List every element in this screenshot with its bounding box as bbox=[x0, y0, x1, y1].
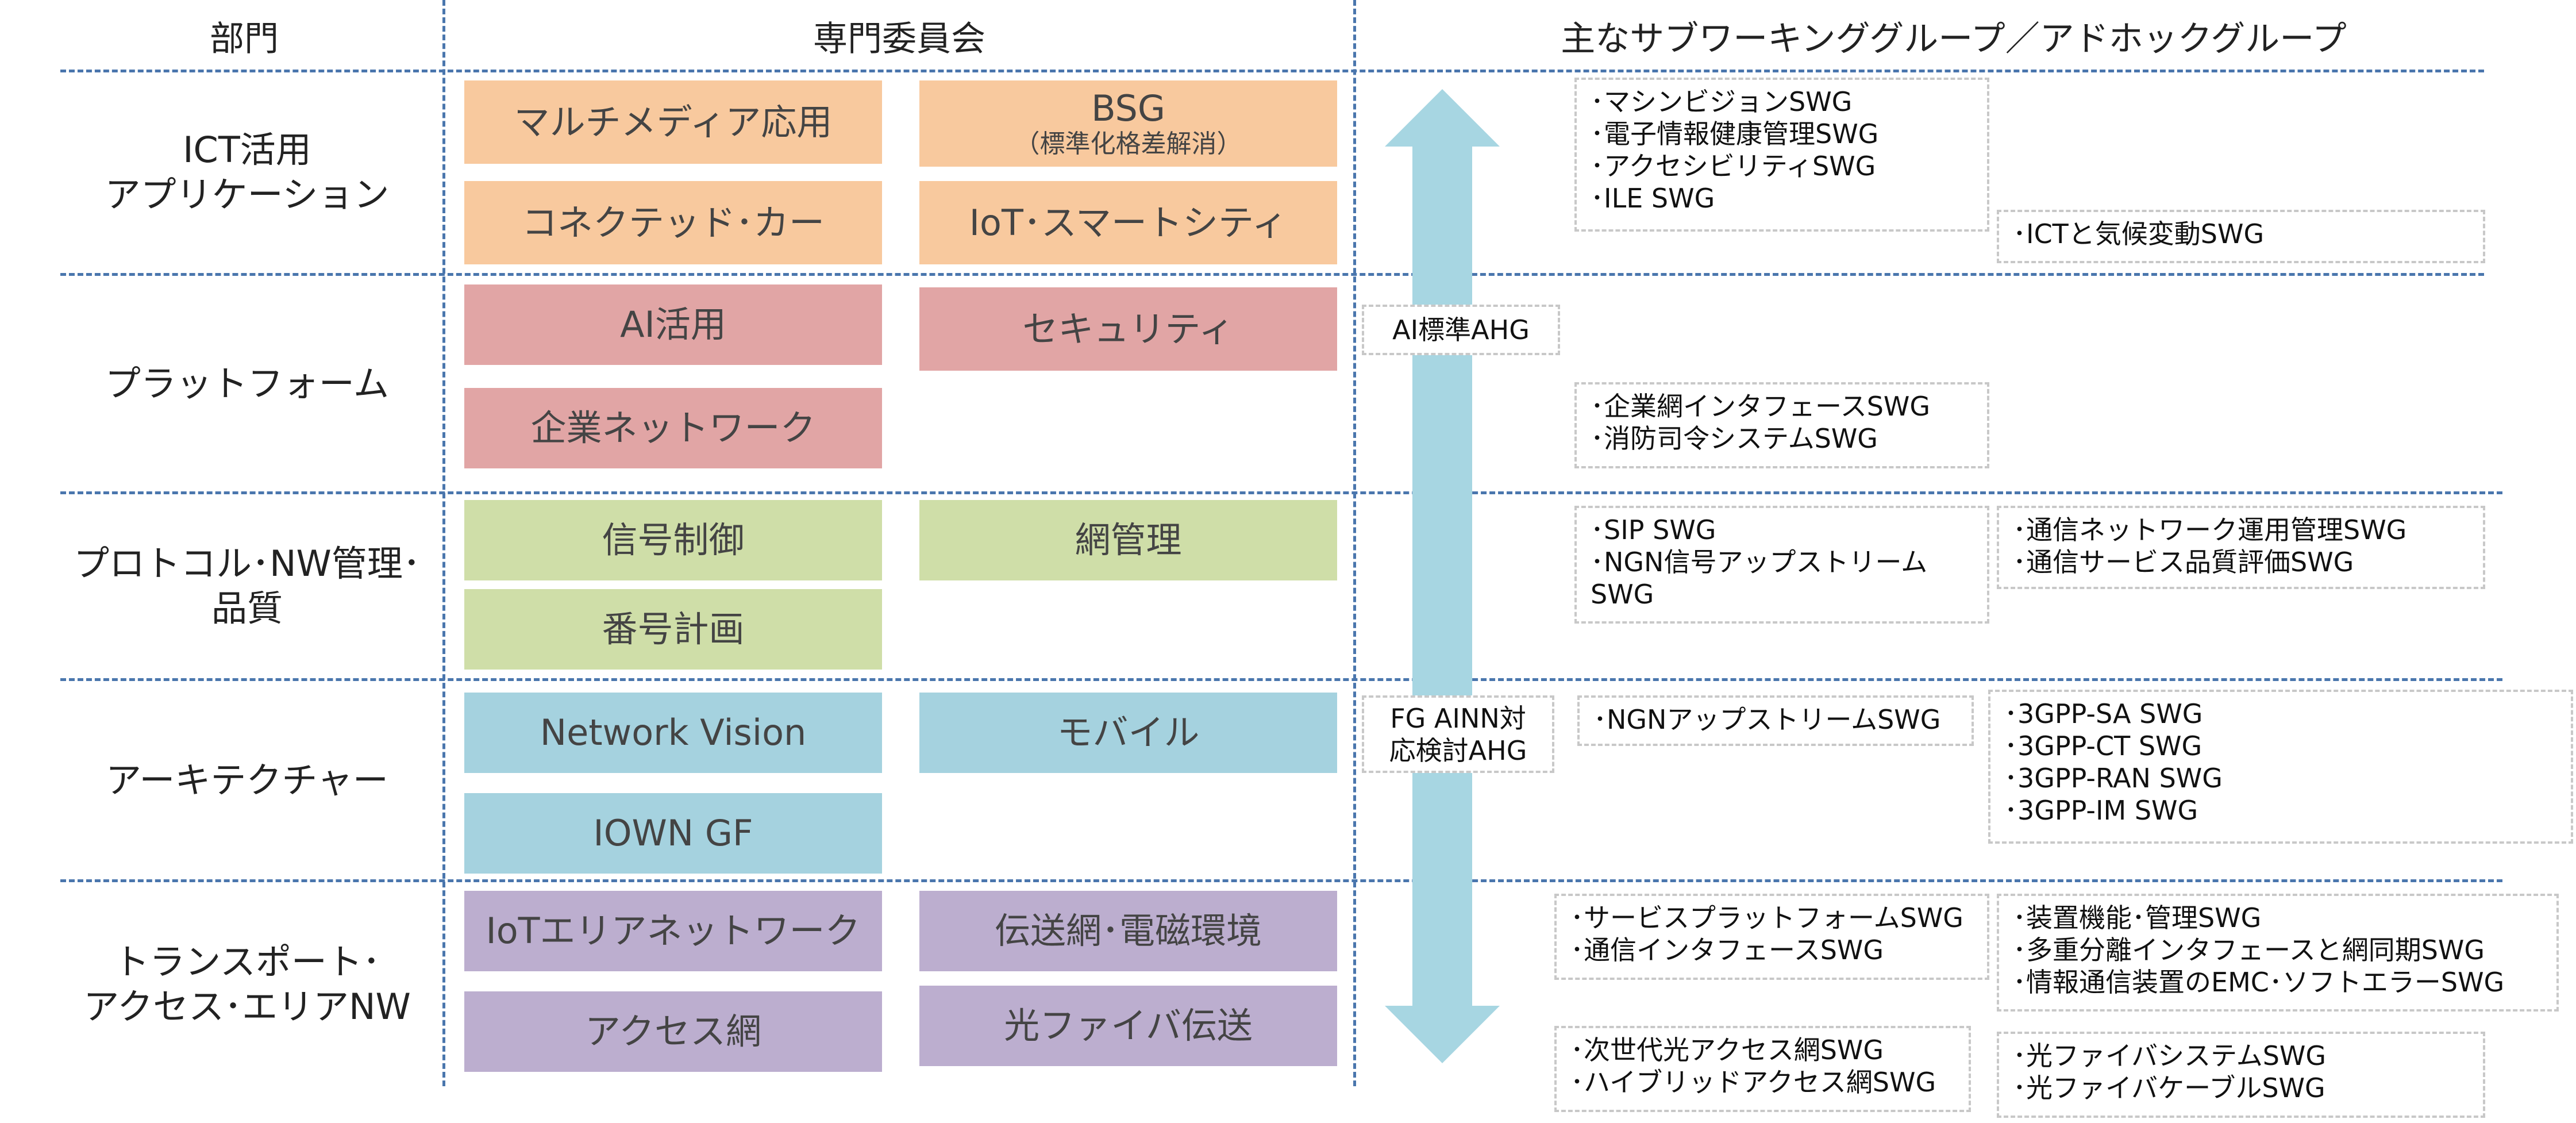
swg-item: ･光ファイバシステムSWG bbox=[2013, 1040, 2327, 1071]
swg-box-arch-b: ･3GPP-SA SWG ･3GPP-CT SWG ･3GPP-RAN SWG … bbox=[1988, 690, 2573, 844]
committee-numbering: 番号計画 bbox=[464, 589, 882, 670]
header-groups: 主なサブワーキンググループ／アドホックグループ bbox=[1561, 19, 2347, 59]
committee-numbering-label: 番号計画 bbox=[602, 608, 745, 650]
committee-bsg-label: BSG bbox=[1091, 87, 1165, 129]
swg-box-platform: ･企業網インタフェースSWG ･消防司令システムSWG bbox=[1574, 382, 1989, 468]
divider-row-3 bbox=[60, 678, 2502, 681]
committee-multimedia: マルチメディア応用 bbox=[464, 80, 882, 164]
committee-iown-gf-label: IOWN GF bbox=[593, 812, 753, 854]
committee-iown-gf: IOWN GF bbox=[464, 793, 882, 874]
divider-row-1 bbox=[60, 273, 2484, 276]
committee-iot-smart-city: IoT･スマートシティ bbox=[919, 181, 1337, 264]
committee-enterprise-network-label: 企業ネットワーク bbox=[530, 407, 816, 449]
committee-transmission-emc: 伝送網･電磁環境 bbox=[919, 891, 1337, 971]
swg-box-transport-d: ･光ファイバシステムSWG ･光ファイバケーブルSWG bbox=[1997, 1032, 2485, 1118]
swg-item: ･NGN信号アップストリーム SWG bbox=[1591, 547, 1928, 610]
committee-access-network: アクセス網 bbox=[464, 991, 882, 1072]
committee-optical-fiber: 光ファイバ伝送 bbox=[919, 986, 1337, 1066]
committee-connected-car-label: コネクテッド･カー bbox=[521, 201, 825, 244]
swg-item: ･アクセシビリティSWG bbox=[1591, 151, 1876, 182]
swg-item: ･ILE SWG bbox=[1591, 183, 1715, 214]
committee-network-management: 網管理 bbox=[919, 500, 1337, 580]
swg-box-transport-c: ･次世代光アクセス網SWG ･ハイブリッドアクセス網SWG bbox=[1554, 1026, 1971, 1112]
swg-item: ･SIP SWG bbox=[1591, 514, 1716, 545]
committee-mobile: モバイル bbox=[919, 693, 1337, 773]
committee-network-vision-label: Network Vision bbox=[540, 712, 807, 753]
swg-item: ･光ファイバケーブルSWG bbox=[2013, 1072, 2325, 1103]
swg-item: ･サービスプラットフォームSWG bbox=[1570, 902, 1963, 933]
committee-mobile-label: モバイル bbox=[1057, 712, 1200, 753]
divider-col-2 bbox=[1353, 0, 1356, 1086]
swg-item: ･多重分離インタフェースと網同期SWG bbox=[2013, 934, 2485, 966]
department-transport: トランスポート･ アクセス･エリアNW bbox=[83, 940, 411, 1028]
swg-item: ･装置機能･管理SWG bbox=[2013, 902, 2262, 933]
ahg-ai-standard: AI標準AHG bbox=[1362, 305, 1560, 355]
swg-item: ･NGNアップストリームSWG bbox=[1593, 704, 1941, 735]
swg-item: ･情報通信装置のEMC･ソフトエラーSWG bbox=[2013, 967, 2505, 998]
header-department: 部門 bbox=[210, 19, 279, 59]
divider-row-2 bbox=[60, 491, 2502, 494]
swg-item: ･電子情報健康管理SWG bbox=[1591, 118, 1879, 149]
swg-item: ･ハイブリッドアクセス網SWG bbox=[1570, 1067, 1936, 1098]
committee-security-label: セキュリティ bbox=[1022, 307, 1234, 350]
divider-col-1 bbox=[442, 0, 445, 1086]
committee-access-network-label: アクセス網 bbox=[585, 1010, 761, 1052]
swg-item: ･企業網インタフェースSWG bbox=[1591, 391, 1931, 422]
swg-item: ･3GPP-CT SWG bbox=[2004, 730, 2203, 762]
swg-box-ict-main: ･マシンビジョンSWG ･電子情報健康管理SWG ･アクセシビリティSWG ･I… bbox=[1574, 78, 1989, 232]
committee-bsg: BSG（標準化格差解消） bbox=[919, 80, 1337, 167]
swg-box-transport-b: ･装置機能･管理SWG ･多重分離インタフェースと網同期SWG ･情報通信装置の… bbox=[1997, 894, 2559, 1012]
header-committee: 専門委員会 bbox=[813, 19, 985, 59]
committee-ai: AI活用 bbox=[464, 284, 882, 365]
committee-security: セキュリティ bbox=[919, 287, 1337, 371]
double-arrow-icon bbox=[1385, 89, 1500, 1063]
swg-item: ･3GPP-RAN SWG bbox=[2004, 763, 2223, 794]
divider-row-4 bbox=[60, 879, 2502, 882]
committee-iot-smart-city-label: IoT･スマートシティ bbox=[969, 201, 1288, 244]
committee-iot-area-network-label: IoTエリアネットワーク bbox=[486, 910, 861, 952]
swg-item: ･ICTと気候変動SWG bbox=[2013, 218, 2265, 249]
department-platform: プラットフォーム bbox=[105, 362, 390, 405]
department-protocol: プロトコル･NW管理･ 品質 bbox=[74, 543, 421, 629]
swg-item: ･通信サービス品質評価SWG bbox=[2013, 547, 2354, 578]
divider-header bbox=[60, 70, 2484, 72]
swg-box-arch-a: ･NGNアップストリームSWG bbox=[1577, 695, 1974, 746]
department-architecture: アーキテクチャー bbox=[106, 759, 388, 801]
swg-item: ･消防司令システムSWG bbox=[1591, 423, 1878, 454]
swg-item: ･通信ネットワーク運用管理SWG bbox=[2013, 514, 2407, 545]
swg-item: ･3GPP-IM SWG bbox=[2004, 795, 2198, 826]
committee-optical-fiber-label: 光ファイバ伝送 bbox=[1004, 1005, 1253, 1047]
swg-box-transport-a: ･サービスプラットフォームSWG ･通信インタフェースSWG bbox=[1554, 894, 1989, 980]
committee-bsg-sublabel: （標準化格差解消） bbox=[1014, 129, 1242, 159]
committee-iot-area-network: IoTエリアネットワーク bbox=[464, 891, 882, 971]
swg-box-protocol-b: ･通信ネットワーク運用管理SWG ･通信サービス品質評価SWG bbox=[1997, 506, 2485, 589]
committee-ai-label: AI活用 bbox=[620, 303, 726, 345]
committee-signaling-label: 信号制御 bbox=[602, 519, 745, 561]
department-ict: ICT活用 アプリケーション bbox=[105, 129, 390, 216]
swg-box-protocol-a: ･SIP SWG ･NGN信号アップストリーム SWG bbox=[1574, 506, 1989, 624]
swg-item: ･次世代光アクセス網SWG bbox=[1570, 1034, 1884, 1066]
swg-box-ict-climate: ･ICTと気候変動SWG bbox=[1997, 210, 2485, 263]
committee-connected-car: コネクテッド･カー bbox=[464, 181, 882, 264]
committee-enterprise-network: 企業ネットワーク bbox=[464, 388, 882, 468]
ahg-fg-ainn: FG AINN対 応検討AHG bbox=[1362, 695, 1554, 773]
committee-transmission-emc-label: 伝送網･電磁環境 bbox=[994, 910, 1262, 952]
committee-network-management-label: 網管理 bbox=[1075, 519, 1182, 561]
committee-network-vision: Network Vision bbox=[464, 693, 882, 773]
committee-multimedia-label: マルチメディア応用 bbox=[514, 101, 833, 143]
swg-item: ･3GPP-SA SWG bbox=[2004, 698, 2203, 729]
swg-item: ･通信インタフェースSWG bbox=[1570, 934, 1884, 966]
swg-item: ･マシンビジョンSWG bbox=[1591, 86, 1853, 117]
committee-signaling: 信号制御 bbox=[464, 500, 882, 580]
